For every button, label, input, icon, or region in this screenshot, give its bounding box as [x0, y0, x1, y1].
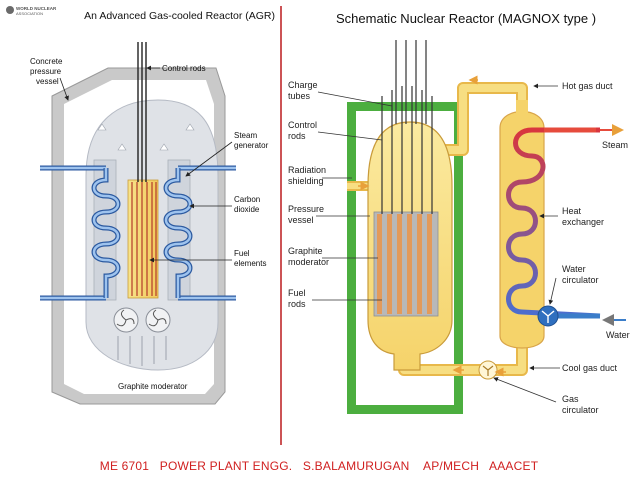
magnox-label-fuel-2: rods: [288, 299, 306, 309]
agr-diagram: Concrete pressure vessel Control rods St…: [30, 42, 269, 405]
magnox-label-control-2: rods: [288, 131, 306, 141]
agr-label-steam-2: generator: [234, 141, 269, 150]
magnox-label-fuel-1: Fuel: [288, 288, 306, 298]
magnox-label-hot-gas: Hot gas duct: [562, 81, 613, 91]
logo-line1: WORLD NUCLEAR: [16, 6, 57, 11]
magnox-charge-tubes: [395, 40, 427, 124]
magnox-label-radiation-1: Radiation: [288, 165, 326, 175]
agr-label-carbon-1: Carbon: [234, 195, 260, 204]
agr-gas-flow-arrows: [97, 123, 195, 151]
magnox-title: Schematic Nuclear Reactor (MAGNOX type ): [336, 11, 596, 26]
agr-graphite-supports: [117, 336, 167, 366]
magnox-label-water-circ-1: Water: [562, 264, 586, 274]
magnox-label-steam: Steam: [602, 140, 628, 150]
agr-fuel-elements: [131, 182, 157, 296]
magnox-hx-tube: [506, 127, 601, 319]
magnox-leader-charge: [317, 91, 393, 107]
agr-label-concrete-1: Concrete: [30, 57, 63, 66]
magnox-leader-control: [317, 131, 383, 141]
agr-label-graphite: Graphite moderator: [118, 382, 188, 391]
footer-credit: ME 6701 POWER PLANT ENGG. S.BALAMURUGAN …: [99, 459, 539, 473]
agr-label-concrete-2: pressure: [30, 67, 62, 76]
magnox-control-rods: [381, 86, 433, 214]
agr-label-carbon-2: dioxide: [234, 205, 260, 214]
agr-label-concrete-3: vessel: [36, 77, 59, 86]
magnox-gas-circulator: [478, 360, 498, 380]
agr-label-fuel-1: Fuel: [234, 249, 250, 258]
magnox-label-pressure-1: Pressure: [288, 204, 324, 214]
magnox-label-pressure-2: vessel: [288, 215, 314, 225]
magnox-label-graphite-2: moderator: [288, 257, 329, 267]
magnox-label-charge-2: tubes: [288, 91, 311, 101]
magnox-label-control-1: Control: [288, 120, 317, 130]
magnox-label-graphite-1: Graphite: [288, 246, 323, 256]
magnox-label-water-circ-2: circulator: [562, 275, 599, 285]
magnox-label-heat-2: exchanger: [562, 217, 604, 227]
magnox-flow-arrows: [358, 75, 506, 377]
agr-gas-circulator-left: [113, 307, 139, 333]
agr-reactor-core: [127, 179, 159, 299]
agr-label-control-rods: Control rods: [162, 64, 206, 73]
magnox-leader-gas-circulator: [493, 377, 557, 403]
agr-leader-steam-generator: [185, 141, 233, 177]
agr-gas-circulator-right: [145, 307, 171, 333]
magnox-label-cool-gas: Cool gas duct: [562, 363, 618, 373]
agr-label-fuel-2: elements: [234, 259, 266, 268]
magnox-diagram: Charge tubes Control rods Radiation shie…: [288, 40, 630, 415]
magnox-label-gas-1: Gas: [562, 394, 579, 404]
magnox-label-water: Water: [606, 330, 630, 340]
world-nuclear-logo: WORLD NUCLEAR ASSOCIATION: [6, 6, 57, 16]
agr-control-rods: [137, 42, 147, 182]
magnox-label-heat-1: Heat: [562, 206, 582, 216]
agr-leader-concrete: [59, 77, 69, 101]
magnox-label-gas-2: circulator: [562, 405, 599, 415]
magnox-water-circulator: [537, 305, 559, 327]
magnox-fuel-rods: [377, 214, 432, 314]
magnox-leader-water-circulator: [548, 277, 557, 305]
agr-title: An Advanced Gas-cooled Reactor (AGR): [84, 10, 275, 22]
logo-line2: ASSOCIATION: [16, 11, 43, 16]
magnox-label-radiation-2: shielding: [288, 176, 324, 186]
magnox-label-charge-1: Charge: [288, 80, 318, 90]
agr-label-steam-1: Steam: [234, 131, 257, 140]
